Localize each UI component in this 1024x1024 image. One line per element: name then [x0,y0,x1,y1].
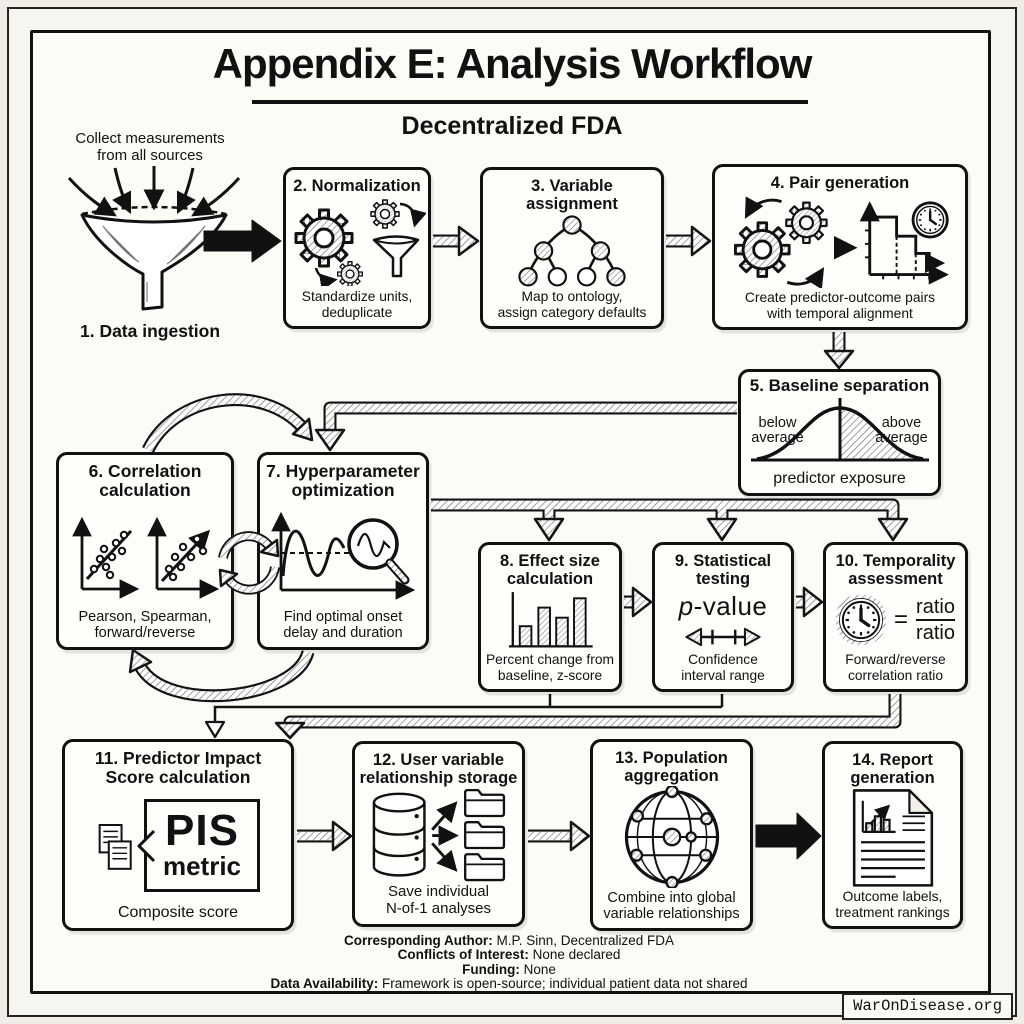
below-average-label: below average [751,414,804,447]
watermark-badge: WarOnDisease.org [842,993,1013,1020]
equals-sign: = [894,606,909,634]
footer-metadata: Corresponding Author: M.P. Sinn, Decentr… [30,933,988,992]
ratio-denominator: ratio [916,618,955,644]
pis-emblem-icon: PIS metric [96,799,261,893]
globe-network-icon [624,786,719,889]
predictor-exposure-axis-label: predictor exposure [773,469,906,487]
ratio-numerator: ratio [916,596,955,619]
footer-line-conflicts: Conflicts of Interest: None declared [397,947,621,963]
step-4-title: 4. Pair generation [770,174,910,192]
step-2-normalization-box: 2. Normalization Standardize units,dedup… [283,167,431,329]
gears-funnel-icon [294,199,426,287]
step-14-caption: Outcome labels,treatment rankings [835,889,950,920]
documents-icon [98,823,132,870]
bell-curve-icon: below average above average [745,396,935,470]
pis-metric-badge: PIS metric [137,799,261,893]
report-document-icon [852,789,933,887]
footer-line-author: Corresponding Author: M.P. Sinn, Decentr… [343,933,675,948]
wave-magnifier-icon [271,511,416,600]
confidence-interval-icon [685,627,761,646]
above-average-label: above average [875,414,928,447]
database-folders-icon [372,789,505,882]
clock-ratio-icon: = ratio ratio [836,595,955,646]
step-5-title: 5. Baseline separation [749,376,930,395]
page-subtitle: Decentralized FDA [401,112,623,140]
step-1-label: 1. Data ingestion [79,321,221,341]
funnel-icon [67,166,241,311]
p-value-label: p-value [678,590,768,621]
footer-line-data-availability: Data Availability: Framework is open-sou… [270,976,748,992]
step-3-caption: Map to ontology,assign category defaults [497,289,647,320]
gears-timeline-clock-icon [734,196,949,289]
step-6-caption: Pearson, Spearman,forward/reverse [78,608,212,641]
step-2-title: 2. Normalization [293,177,421,195]
title-underline [252,100,808,104]
page-title: Appendix E: Analysis Workflow [212,40,813,87]
step-11-caption: Composite score [117,904,239,922]
ontology-tree-icon [518,215,626,287]
bar-chart-icon [508,592,593,648]
footer-line-funding: Funding: None [462,961,556,977]
scatter-plots-icon [72,516,220,599]
step-5-baseline-separation-box: 5. Baseline separation below average abo… [738,369,941,496]
step-2-caption: Standardize units,deduplicate [301,289,413,320]
step-4-pair-generation-box: 4. Pair generation Create predictor-outc… [712,164,968,330]
